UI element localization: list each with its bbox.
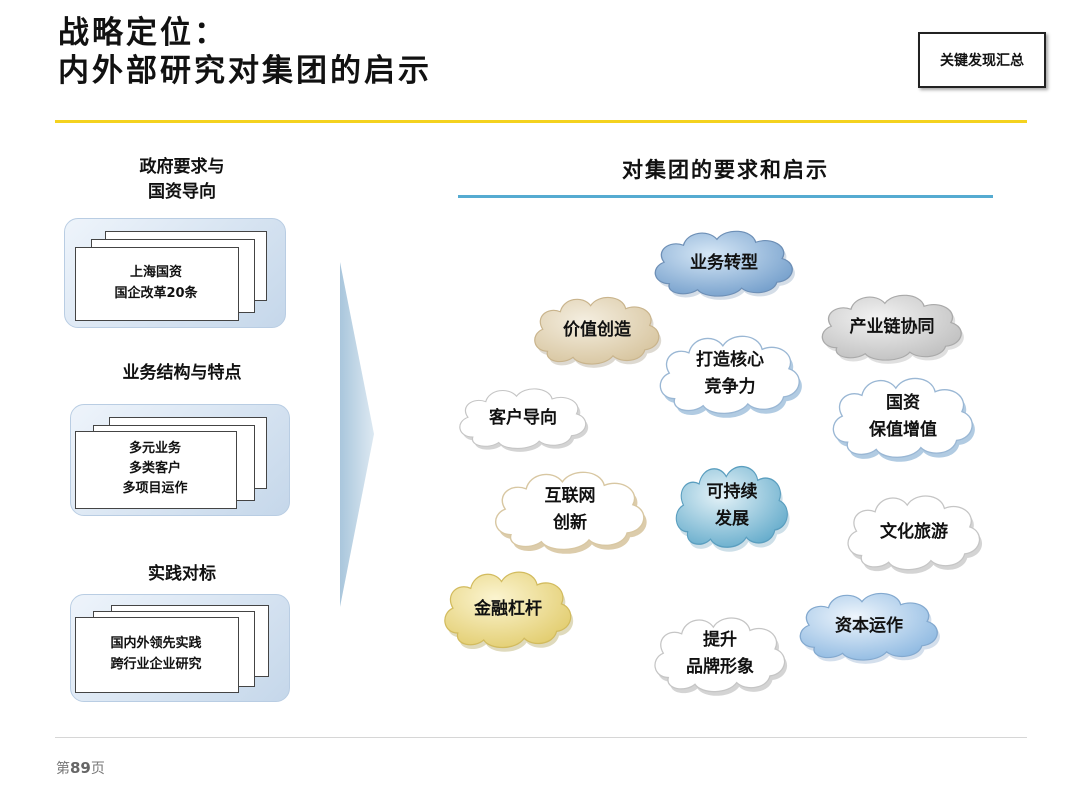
documents-panel-benchmark: 国内外领先实践 跨行业企业研究	[70, 594, 290, 702]
title-divider	[55, 120, 1027, 123]
document-text-benchmark: 国内外领先实践 跨行业企业研究	[110, 636, 202, 672]
cloud-label-line: 资本运作	[835, 615, 903, 636]
document-sheet-front	[75, 247, 239, 321]
cloud-label-line: 产业链协同	[849, 316, 935, 337]
cloud-label-line: 可持续	[706, 482, 758, 502]
cloud-label: 互联网创新	[490, 466, 650, 554]
cloud-body	[659, 335, 800, 415]
cloud-shape	[799, 592, 940, 664]
title-line-2: 内外部研究对集团的启示	[58, 53, 432, 89]
cloud-body	[675, 465, 788, 548]
cloud-label: 价值创造	[530, 292, 664, 368]
cloud-label-line: 业务转型	[690, 252, 758, 273]
cloud-shape	[654, 230, 795, 300]
key-findings-label: 关键发现汇总	[940, 53, 1024, 69]
insight-cloud: 客户导向	[455, 384, 591, 452]
insight-cloud: 文化旅游	[843, 490, 985, 574]
insight-cloud: 国资保值增值	[828, 372, 978, 462]
cloud-shape	[444, 571, 574, 652]
key-findings-box: 关键发现汇总	[918, 32, 1046, 88]
cloud-shape	[847, 495, 983, 574]
cloud-label-line: 保值增值	[869, 420, 937, 440]
insight-cloud: 价值创造	[530, 292, 664, 368]
insight-cloud: 可持续发展	[672, 460, 792, 552]
insights-title: 对集团的要求和启示	[622, 158, 829, 182]
cloud-label-line: 价值创造	[563, 319, 631, 340]
cloud-body	[654, 617, 786, 693]
cloud-label: 金融杠杆	[440, 566, 576, 652]
cloud-body	[799, 592, 938, 661]
documents-panel-business: 多元业务 多类客户 多项目运作	[70, 404, 290, 516]
page-number: 第89页	[56, 759, 105, 777]
insight-cloud: 业务转型	[650, 226, 798, 300]
cloud-shape	[495, 471, 647, 554]
cloud-body	[459, 388, 587, 449]
cloud-label: 资本运作	[795, 588, 943, 664]
document-sheet-front	[75, 431, 237, 509]
cloud-label: 可持续发展	[672, 460, 792, 552]
cloud-shape	[821, 294, 964, 364]
cloud-body	[847, 495, 980, 571]
insight-cloud: 互联网创新	[490, 466, 650, 554]
section-title-government: 政府要求与 国资导向	[139, 157, 225, 202]
insight-cloud: 资本运作	[795, 588, 943, 664]
cloud-label-line: 互联网	[544, 486, 596, 506]
cloud-label-line: 发展	[715, 509, 749, 529]
cloud-label-line: 国资	[886, 393, 920, 413]
flow-arrow	[340, 262, 374, 607]
cloud-body	[444, 571, 572, 649]
insight-cloud: 产业链协同	[817, 290, 967, 364]
cloud-shape	[675, 465, 790, 552]
cloud-label-line: 打造核心	[696, 350, 764, 370]
section-title-business: 业务结构与特点	[122, 363, 242, 383]
cloud-label: 客户导向	[455, 384, 591, 452]
cloud-shape	[832, 377, 975, 462]
insight-cloud: 提升品牌形象	[650, 612, 790, 696]
cloud-shape	[659, 335, 802, 418]
cloud-body	[654, 230, 793, 297]
documents-panel-government: 上海国资 国企改革20条	[64, 218, 286, 328]
cloud-label-line: 文化旅游	[880, 521, 948, 542]
insight-cloud: 打造核心竞争力	[655, 330, 805, 418]
footer-divider	[55, 737, 1027, 738]
cloud-label-line: 竞争力	[704, 377, 756, 397]
document-sheet-front	[75, 617, 239, 693]
cloud-shape	[459, 388, 589, 452]
cloud-label-line: 金融杠杆	[474, 598, 542, 619]
cloud-shape	[534, 296, 662, 368]
title-line-1: 战略定位：	[58, 15, 228, 51]
cloud-label-line: 客户导向	[489, 407, 557, 428]
cloud-shape	[654, 617, 788, 696]
cloud-label-line: 创新	[553, 513, 587, 533]
cloud-body	[832, 377, 973, 458]
document-text-government: 上海国资 国企改革20条	[114, 265, 198, 301]
cloud-label: 国资保值增值	[828, 372, 978, 462]
section-title-benchmark: 实践对标	[148, 564, 216, 584]
cloud-body	[495, 471, 645, 551]
cloud-label-line: 品牌形象	[686, 657, 754, 677]
cloud-label: 文化旅游	[843, 490, 985, 574]
document-text-business: 多元业务 多类客户 多项目运作	[122, 441, 188, 496]
cloud-label-line: 提升	[703, 630, 737, 650]
insights-divider	[458, 195, 993, 198]
page-title: 战略定位： 内外部研究对集团的启示	[58, 14, 432, 90]
cloud-label: 提升品牌形象	[650, 612, 790, 696]
cloud-body	[821, 294, 962, 361]
insight-cloud: 金融杠杆	[440, 566, 576, 652]
cloud-label: 打造核心竞争力	[655, 330, 805, 418]
cloud-label: 产业链协同	[817, 290, 967, 364]
cloud-label: 业务转型	[650, 226, 798, 300]
cloud-body	[534, 296, 660, 365]
